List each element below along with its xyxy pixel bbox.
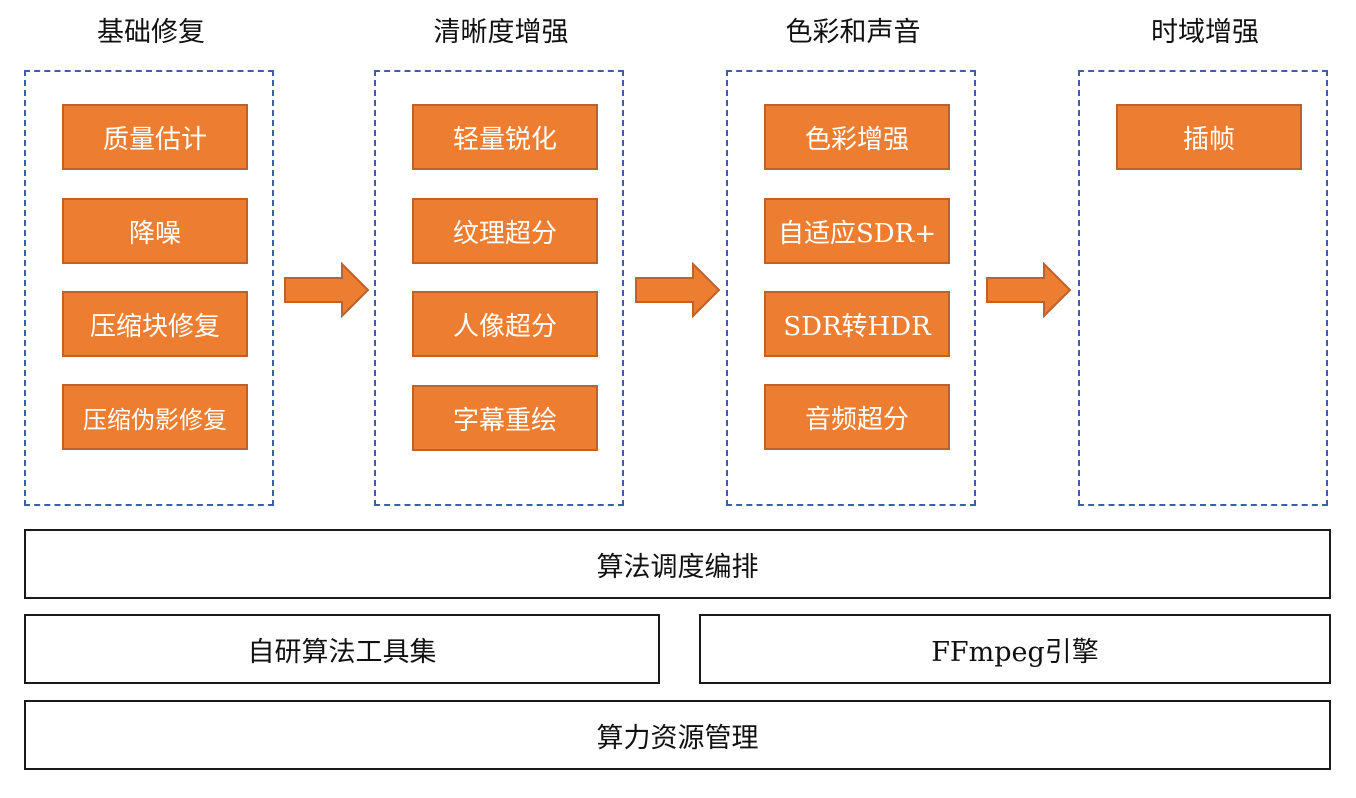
module-compression-artifact-repair: 压缩伪影修复 [62, 384, 248, 450]
flow-arrow-icon [284, 262, 370, 318]
stage-title-color-and-sound: 色彩和声音 [785, 17, 921, 48]
stage-box-basic-repair: 质量估计 降噪 压缩块修复 压缩伪影修复 [24, 70, 274, 506]
module-sdr-to-hdr: SDR转HDR [764, 291, 950, 357]
layer-ffmpeg-engine-label: FFmpeg引擎 [931, 636, 1099, 668]
stage-box-clarity-enhancement: 轻量锐化 纹理超分 人像超分 字幕重绘 [374, 70, 624, 506]
stage-title-clarity-enhancement: 清晰度增强 [433, 17, 569, 48]
stage-title-basic-repair: 基础修复 [97, 17, 205, 48]
module-portrait-super-resolution: 人像超分 [412, 291, 598, 357]
module-color-enhancement: 色彩增强 [764, 104, 950, 170]
stage-title-temporal-enhancement: 时域增强 [1151, 17, 1259, 48]
module-light-sharpen: 轻量锐化 [412, 104, 598, 170]
flow-arrow-icon [635, 262, 721, 318]
layer-algorithm-toolset: 自研算法工具集 [24, 614, 660, 684]
module-compression-block-repair: 压缩块修复 [62, 291, 248, 357]
module-audio-super-resolution: 音频超分 [764, 384, 950, 450]
layer-ffmpeg-engine: FFmpeg引擎 [699, 614, 1331, 684]
layer-compute-resource-management: 算力资源管理 [24, 700, 1331, 770]
module-subtitle-redraw: 字幕重绘 [412, 385, 598, 451]
stage-box-color-and-sound: 色彩增强 自适应SDR+ SDR转HDR 音频超分 [726, 70, 976, 506]
module-quality-estimation: 质量估计 [62, 104, 248, 170]
module-denoise: 降噪 [62, 198, 248, 264]
module-adaptive-sdr-plus: 自适应SDR+ [764, 198, 950, 264]
layer-compute-resource-management-label: 算力资源管理 [596, 722, 759, 754]
module-texture-super-resolution: 纹理超分 [412, 198, 598, 264]
stage-box-temporal-enhancement: 插帧 [1078, 70, 1328, 506]
module-frame-interpolation: 插帧 [1116, 104, 1302, 170]
layer-algorithm-scheduling-label: 算法调度编排 [596, 551, 759, 583]
layer-algorithm-toolset-label: 自研算法工具集 [247, 636, 437, 668]
layer-algorithm-scheduling: 算法调度编排 [24, 529, 1331, 599]
flow-arrow-icon [986, 262, 1072, 318]
